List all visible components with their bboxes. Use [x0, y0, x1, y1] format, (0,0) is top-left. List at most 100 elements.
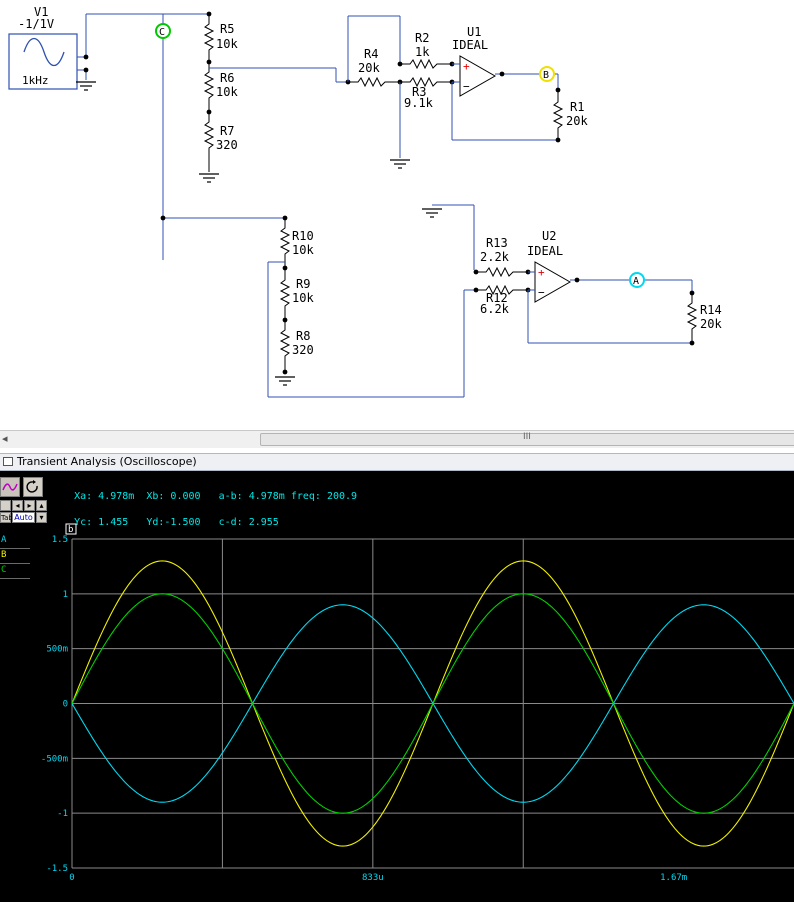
node-c-label: C [159, 27, 165, 38]
u2-model: IDEAL [527, 244, 563, 258]
svg-text:+: + [538, 266, 545, 279]
r10-name: R10 [292, 229, 314, 243]
r2-name: R2 [415, 31, 429, 45]
y-tick-label: 1.5 [52, 535, 68, 545]
cursor-marker-b[interactable]: b [65, 523, 77, 535]
resistor-r5[interactable]: R5 10k [203, 16, 238, 60]
node-marker-c[interactable]: C [155, 23, 171, 39]
opamp-u2[interactable]: U2 IDEAL + − [527, 229, 572, 303]
step-right-button[interactable]: ▸ [24, 500, 35, 511]
r14-value: 20k [700, 317, 722, 331]
r6-name: R6 [220, 71, 234, 85]
resistor-r8[interactable]: R8 320 [279, 322, 314, 370]
trace-c [71, 593, 794, 814]
scope-title: Transient Analysis (Oscilloscope) [17, 455, 197, 468]
v1-amplitude: -1/1V [18, 17, 54, 31]
auto-button[interactable]: Auto [12, 512, 35, 523]
y-tick-label: -1 [57, 809, 68, 819]
node-a-label: A [633, 276, 639, 287]
u2-name: U2 [542, 229, 556, 243]
r13-value: 2.2k [480, 250, 510, 264]
step-left-button[interactable]: ◂ [12, 500, 23, 511]
plot-traces [71, 560, 794, 847]
r12-value: 6.2k [480, 302, 510, 316]
r2-value: 1k [415, 45, 430, 59]
scroll-left-icon[interactable]: ◂ [2, 432, 8, 445]
svg-text:−: − [538, 286, 545, 299]
y-tick-label: -1.5 [46, 864, 68, 874]
y-tick-label: 1 [63, 590, 68, 600]
scrollbar-thumb[interactable]: III [260, 432, 794, 446]
legend-label-b: B [1, 550, 7, 560]
horizontal-scrollbar[interactable]: ◂ III [0, 430, 794, 448]
node-marker-a[interactable]: A [629, 272, 645, 288]
y-tick-label: 0 [63, 700, 68, 710]
r12-name: R12 [486, 291, 508, 305]
resistor-r10[interactable]: R10 10k [279, 220, 314, 266]
r3-value: 9.1k [404, 96, 434, 110]
resistor-r6[interactable]: R6 10k [203, 64, 238, 110]
refresh-button[interactable] [23, 477, 43, 497]
svg-text:+: + [463, 60, 470, 73]
window-icon [3, 457, 13, 466]
resistor-r9[interactable]: R9 10k [279, 270, 314, 318]
x-tick-label: 1.67m [660, 873, 687, 883]
cursor-select-button[interactable] [0, 500, 11, 511]
r13-name: R13 [486, 236, 508, 250]
legend-label-c: C [1, 565, 7, 575]
scope-toolbar: ◂ ▸ ▴ Tab Auto ▾ [0, 477, 48, 523]
readout-line-1: Xa: 4.978m Xb: 0.000 a-b: 4.978m freq: 2… [74, 491, 358, 502]
r5-name: R5 [220, 22, 234, 36]
x-tick-label: 0 [69, 873, 74, 883]
resistor-r13[interactable]: R13 2.2k [476, 236, 528, 278]
r4-name: R4 [364, 47, 378, 61]
r1-name: R1 [570, 100, 584, 114]
resistor-r2[interactable]: R2 1k [400, 31, 452, 70]
r7-name: R7 [220, 124, 234, 138]
scroll-up-button[interactable]: ▴ [36, 500, 47, 511]
r3-name: R3 [412, 85, 426, 99]
resistor-r4[interactable]: R4 20k [348, 47, 400, 88]
r9-value: 10k [292, 291, 314, 305]
r10-value: 10k [292, 243, 314, 257]
node-b-label: B [543, 70, 549, 81]
schematic-canvas[interactable]: V1 -1/1V 1kHz C R5 10k R6 10k R7 320 [0, 0, 794, 430]
scope-title-bar[interactable]: Transient Analysis (Oscilloscope) [0, 453, 794, 471]
r8-value: 320 [292, 343, 314, 357]
r9-name: R9 [296, 277, 310, 291]
waveform-button[interactable] [0, 477, 20, 497]
legend-label-a: A [1, 535, 7, 545]
sine-wave-icon [23, 37, 65, 67]
u1-model: IDEAL [452, 38, 488, 52]
opamp-u1[interactable]: U1 IDEAL + − [452, 25, 497, 97]
legend-item-a[interactable]: A [0, 534, 30, 549]
scroll-down-button[interactable]: ▾ [36, 512, 47, 523]
resistor-r12[interactable]: R12 6.2k [476, 284, 528, 316]
node-marker-b[interactable]: B [539, 66, 555, 82]
r8-name: R8 [296, 329, 310, 343]
resistor-r7[interactable]: R7 320 [203, 114, 238, 172]
resistor-r3[interactable]: R3 9.1k [400, 76, 452, 110]
resistor-r1[interactable]: R1 20k [552, 92, 588, 138]
scrollbar-grip-icon: III [523, 432, 531, 442]
cursor-marker-label: b [68, 525, 73, 535]
tab-button[interactable]: Tab [0, 512, 13, 523]
v1-frequency: 1kHz [22, 74, 49, 87]
u1-name: U1 [467, 25, 481, 39]
resistor-r14[interactable]: R14 20k [686, 295, 722, 341]
readout-line-2: Yc: 1.455 Yd:-1.500 c-d: 2.955 [74, 517, 279, 528]
r5-value: 10k [216, 37, 238, 51]
r4-value: 20k [358, 61, 380, 75]
r14-name: R14 [700, 303, 722, 317]
svg-text:−: − [463, 80, 470, 93]
y-tick-label: 500m [46, 645, 68, 655]
r7-value: 320 [216, 138, 238, 152]
legend-item-c[interactable]: C [0, 564, 30, 579]
source-v1[interactable]: V1 -1/1V 1kHz [8, 5, 78, 90]
cursor-readouts: Xa: 4.978m Xb: 0.000 a-b: 4.978m freq: 2… [50, 477, 357, 542]
legend-item-b[interactable]: B [0, 549, 30, 564]
